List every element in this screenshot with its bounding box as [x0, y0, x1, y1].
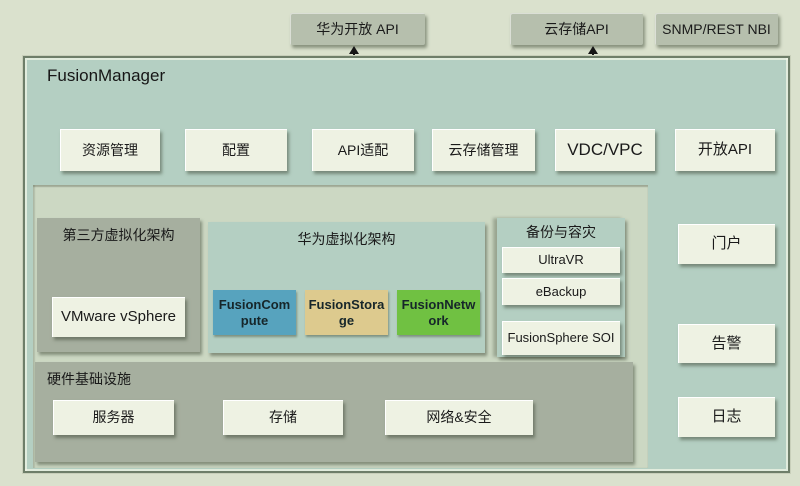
third-party-panel-title: 第三方虚拟化架构: [62, 227, 175, 243]
hardware-storage-box: 存储: [223, 400, 343, 435]
hardware-server-box: 服务器: [53, 400, 174, 435]
nbi-box-huawei-open-api: 华为开放 API: [290, 13, 425, 45]
hardware-infrastructure-panel: 硬件基础设施 服务器 存储 网络&安全: [35, 362, 633, 462]
third-party-virtualization-panel: 第三方虚拟化架构 VMware vSphere: [37, 218, 200, 352]
nbi-box-cloud-storage-api: 云存储API: [510, 13, 643, 45]
product-fusionnetwork: FusionNetwork: [397, 290, 480, 335]
product-fusionstorage: FusionStorage: [305, 290, 388, 335]
fusionmanager-title: FusionManager: [47, 66, 166, 85]
vmware-vsphere-box: VMware vSphere: [52, 297, 185, 337]
module-api-adaptation: API适配: [312, 129, 414, 171]
nbi-box-snmp-rest-nbi: SNMP/REST NBI: [655, 13, 778, 45]
product-fusioncompute: FusionCompute: [213, 290, 296, 335]
module-resource-management: 资源管理: [60, 129, 160, 171]
hardware-panel-title: 硬件基础设施: [47, 371, 131, 387]
nbi-box-label: 华为开放 API: [316, 21, 399, 37]
hardware-network-security-box: 网络&安全: [385, 400, 533, 435]
nbi-box-label: 云存储API: [544, 21, 609, 37]
module-open-api: 开放API: [675, 129, 775, 171]
product-row: FusionCompute FusionStorage FusionNetwor…: [213, 290, 480, 335]
huawei-virtualization-panel: 华为虚拟化架构 FusionCompute FusionStorage Fusi…: [208, 222, 485, 353]
fusionmanager-container: FusionManager 资源管理 配置 API适配 云存储管理 VDC/VP…: [25, 58, 788, 471]
side-button-log: 日志: [678, 397, 775, 437]
nbi-box-label: SNMP/REST NBI: [662, 21, 771, 37]
module-cloud-storage-management: 云存储管理: [432, 129, 535, 171]
module-vdc-vpc: VDC/VPC: [555, 129, 655, 171]
backup-dr-panel: 备份与容灾 UltraVR eBackup FusionSphere SOI: [497, 218, 625, 357]
arrow-head: [588, 46, 598, 54]
side-button-alarm: 告警: [678, 324, 775, 363]
side-button-portal: 门户: [678, 224, 775, 264]
ultravr-box: UltraVR: [502, 247, 620, 273]
module-configuration: 配置: [185, 129, 287, 171]
fusionsphere-soi-box: FusionSphere SOI: [502, 321, 620, 355]
ebackup-box: eBackup: [502, 278, 620, 305]
backup-dr-panel-title: 备份与容灾: [526, 224, 596, 240]
arrow-head: [349, 46, 359, 54]
huawei-virt-panel-title: 华为虚拟化架构: [297, 231, 396, 247]
